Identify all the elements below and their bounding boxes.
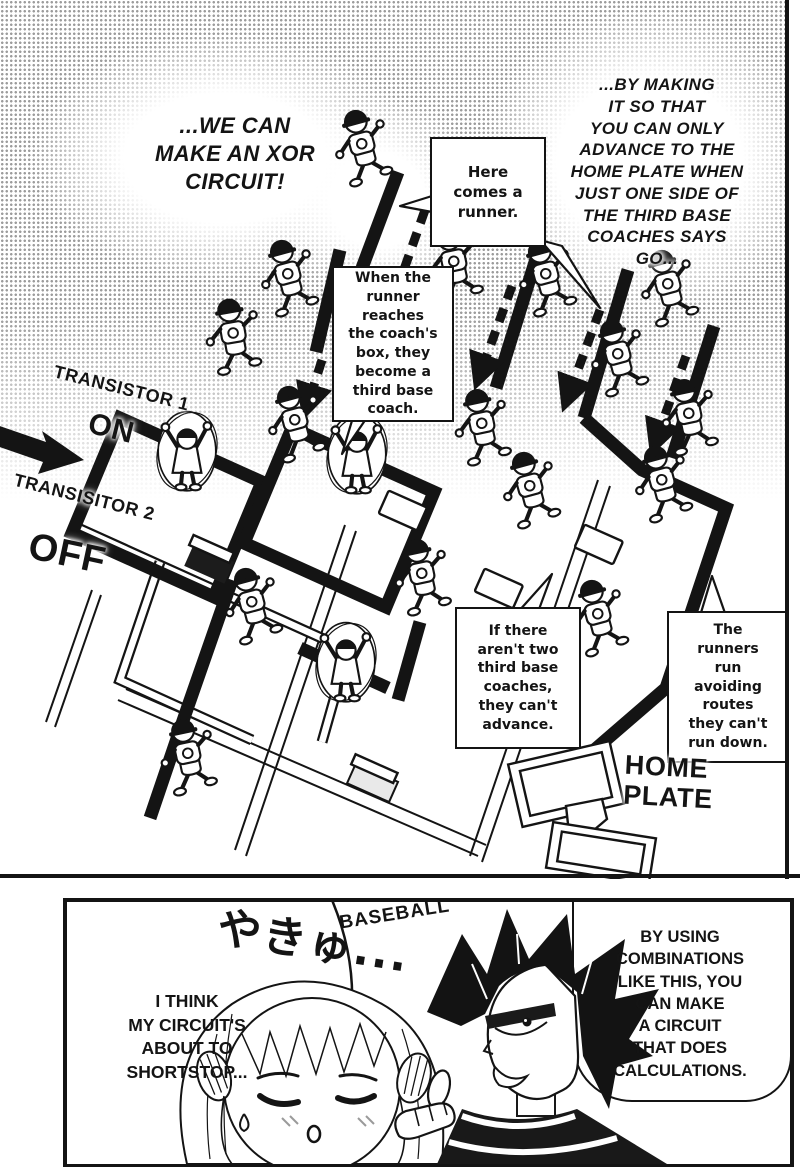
bubble-tail xyxy=(398,194,434,214)
circuit-panel: Here comes a runner. When the runner rea… xyxy=(0,0,800,879)
speech-bubble-runners: The runners run avoiding routes they can… xyxy=(667,611,789,763)
bubble-text: If there aren't two third base coaches, … xyxy=(477,622,559,733)
boy-character xyxy=(394,909,667,1164)
girl-dialogue: I THINK MY CIRCUIT'S ABOUT TO SHORTSTOP.… xyxy=(126,991,248,1082)
panel-border xyxy=(785,0,789,879)
runner-icon xyxy=(494,446,565,531)
speech-bubble-ifnot: If there aren't two third base coaches, … xyxy=(455,607,581,749)
speech-bubble-here: Here comes a runner. xyxy=(430,137,546,247)
coach-icon xyxy=(147,405,226,498)
home-plate-label: HOME PLATE xyxy=(622,749,714,815)
home-plate-shape xyxy=(506,739,658,879)
runner-icon xyxy=(252,234,323,319)
bubble-text: Here comes a runner. xyxy=(453,162,523,222)
coach-boxes xyxy=(184,489,624,804)
coach-icon xyxy=(306,616,385,709)
runner-icon xyxy=(259,380,330,465)
panel-border xyxy=(0,874,800,878)
narration-right: ...BY MAKING IT SO THAT YOU CAN ONLY ADV… xyxy=(570,75,744,268)
bubble-tail xyxy=(538,238,602,310)
runner-icon xyxy=(655,375,723,458)
boy-dialogue: BY USING COMBINATIONS LIKE THIS, YOU CAN… xyxy=(613,928,747,1080)
runner-icon xyxy=(448,385,516,468)
bubble-text: The runners run avoiding routes they can… xyxy=(688,622,768,751)
speech-bubble-when: When the runner reaches the coach's box,… xyxy=(332,266,454,422)
xor-circuit-diagram xyxy=(0,0,735,879)
entry-arrow-icon xyxy=(0,426,84,474)
dialogue-panel: やきゅ... BASEBALL xyxy=(63,898,794,1167)
narration-left: ...WE CAN MAKE AN XOR CIRCUIT! xyxy=(154,113,316,195)
runner-icon xyxy=(200,295,266,376)
bubble-text: When the runner reaches the coach's box,… xyxy=(348,270,438,418)
girl-character xyxy=(179,980,445,1164)
thumbs-up-icon xyxy=(394,1069,456,1140)
